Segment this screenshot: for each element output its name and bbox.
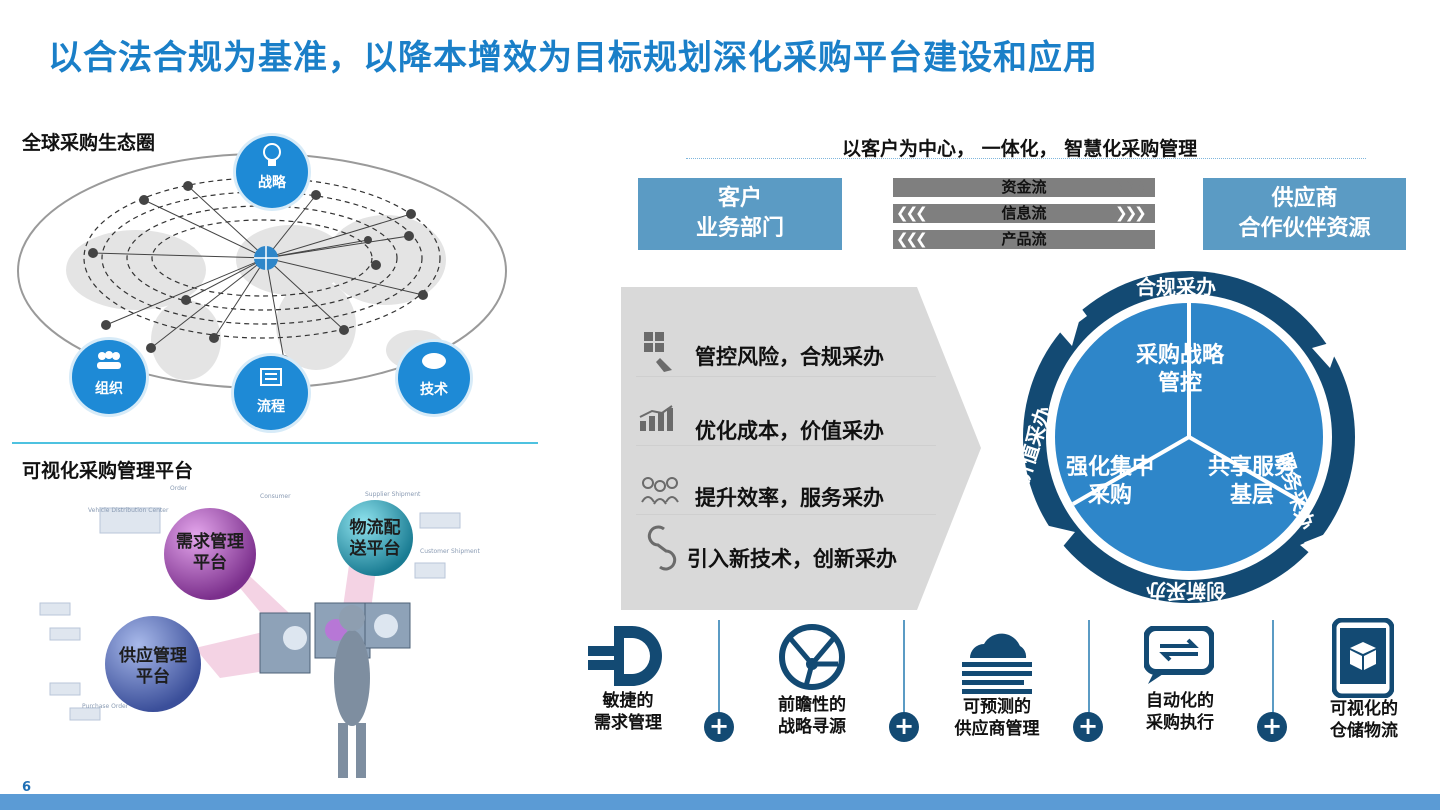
- group-icon: [97, 351, 121, 369]
- customer-box: 客户 业务部门: [638, 178, 842, 250]
- plus-icon: +: [704, 712, 734, 742]
- vertical-divider: [718, 620, 720, 714]
- panel-item-2: 优化成本，价值采办: [695, 419, 884, 443]
- section-divider: [12, 442, 538, 444]
- bottom-caption-4: 自动化的 采购执行: [1146, 691, 1214, 733]
- svg-text:Purchase Order: Purchase Order: [82, 703, 129, 710]
- demand-platform-label: 需求管理平台: [176, 532, 244, 573]
- bottom-caption-2: 前瞻性的 战略寻源: [778, 695, 846, 737]
- wheel-inner-top: 采购战略管控: [1135, 343, 1224, 396]
- link-icon: [647, 525, 677, 571]
- tablet-box-icon: [1332, 618, 1394, 698]
- panel-separator: [636, 445, 936, 446]
- svg-text:Order: Order: [170, 485, 188, 492]
- vertical-divider: [1088, 620, 1090, 714]
- panel-item-1: 管控风险，合规采办: [695, 345, 884, 369]
- globe-network-icon: [779, 624, 845, 690]
- procurement-wheel: [1023, 271, 1355, 603]
- panel-item-3: 提升效率，服务采办: [695, 486, 884, 510]
- svg-text:Customer Shipment: Customer Shipment: [420, 548, 480, 555]
- logistics-sphere: [337, 500, 413, 576]
- footer-bar: [0, 794, 1440, 810]
- lightbulb-icon: [263, 143, 281, 166]
- cloud-icon: [962, 633, 1032, 694]
- svg-text:Consumer: Consumer: [260, 493, 291, 500]
- control-risk-icon: [644, 332, 672, 372]
- heading-underline: [686, 158, 1366, 159]
- panel-item-4: 引入新技术，创新采办: [687, 547, 897, 571]
- wheel-outer-top: 合规采办: [1136, 275, 1216, 299]
- sync-chat-icon: [1144, 626, 1214, 684]
- bottom-caption-3: 可预测的 供应商管理: [954, 697, 1040, 739]
- wheel-outer-bottom: 创新采办: [1146, 579, 1226, 603]
- supplier-platform-label: 供应管理平台: [119, 646, 187, 687]
- product-flow-arrow: 产品流: [893, 230, 1155, 249]
- customer-center-heading: 以客户为中心， 一体化， 智慧化采购管理: [842, 138, 1198, 160]
- demand-sphere: [164, 508, 256, 600]
- supplier-box: 供应商 合作伙伴资源: [1203, 178, 1406, 250]
- global-ecosystem-label: 全球采购生态圈: [22, 132, 156, 154]
- vertical-divider: [1272, 620, 1274, 714]
- bottom-caption-5: 可视化的 仓储物流: [1330, 699, 1398, 741]
- info-flow-arrow: 信息流: [893, 204, 1155, 223]
- node-process: 流程: [234, 356, 308, 430]
- cloud-chat-icon: [422, 353, 446, 369]
- values-panel: [621, 287, 981, 610]
- plug-icon: [588, 626, 662, 686]
- plus-icon: +: [1073, 712, 1103, 742]
- supplier-sphere: [105, 616, 201, 712]
- left-chevron-icon: ❮❮❮: [896, 230, 928, 248]
- wheel-inner-right: 共享服务基层: [1207, 455, 1296, 508]
- plus-icon: +: [1257, 712, 1287, 742]
- node-strategy: 战略: [236, 136, 308, 208]
- cost-chart-icon: [639, 405, 673, 431]
- logistics-platform-label: 物流配送平台: [349, 518, 401, 559]
- visual-platform-label: 可视化采购管理平台: [22, 460, 194, 482]
- fund-flow-arrow: 资金流: [893, 178, 1155, 197]
- page-number: 6: [22, 780, 32, 795]
- page-title: 以合法合规为基准，以降本增效为目标规划深化采购平台建设和应用: [48, 38, 1098, 78]
- node-org: 组织: [72, 340, 146, 414]
- plus-icon: +: [889, 712, 919, 742]
- panel-separator: [636, 376, 936, 377]
- left-chevron-icon: ❮❮❮: [896, 204, 928, 222]
- vertical-divider: [903, 620, 905, 714]
- bottom-caption-1: 敏捷的 需求管理: [594, 691, 662, 733]
- wheel-inner-left: 强化集中采购: [1065, 455, 1154, 508]
- document-icon: [260, 368, 282, 386]
- node-tech: 技术: [398, 342, 470, 414]
- right-chevron-icon: ❯❯❯: [1115, 204, 1147, 222]
- svg-text:Vehicle Distribution Center: Vehicle Distribution Center: [88, 507, 169, 514]
- right-chevron-icon: ❯❯❯: [1115, 178, 1147, 196]
- people-icon: [641, 477, 679, 505]
- panel-separator: [636, 514, 936, 515]
- svg-text:Supplier Shipment: Supplier Shipment: [365, 491, 421, 498]
